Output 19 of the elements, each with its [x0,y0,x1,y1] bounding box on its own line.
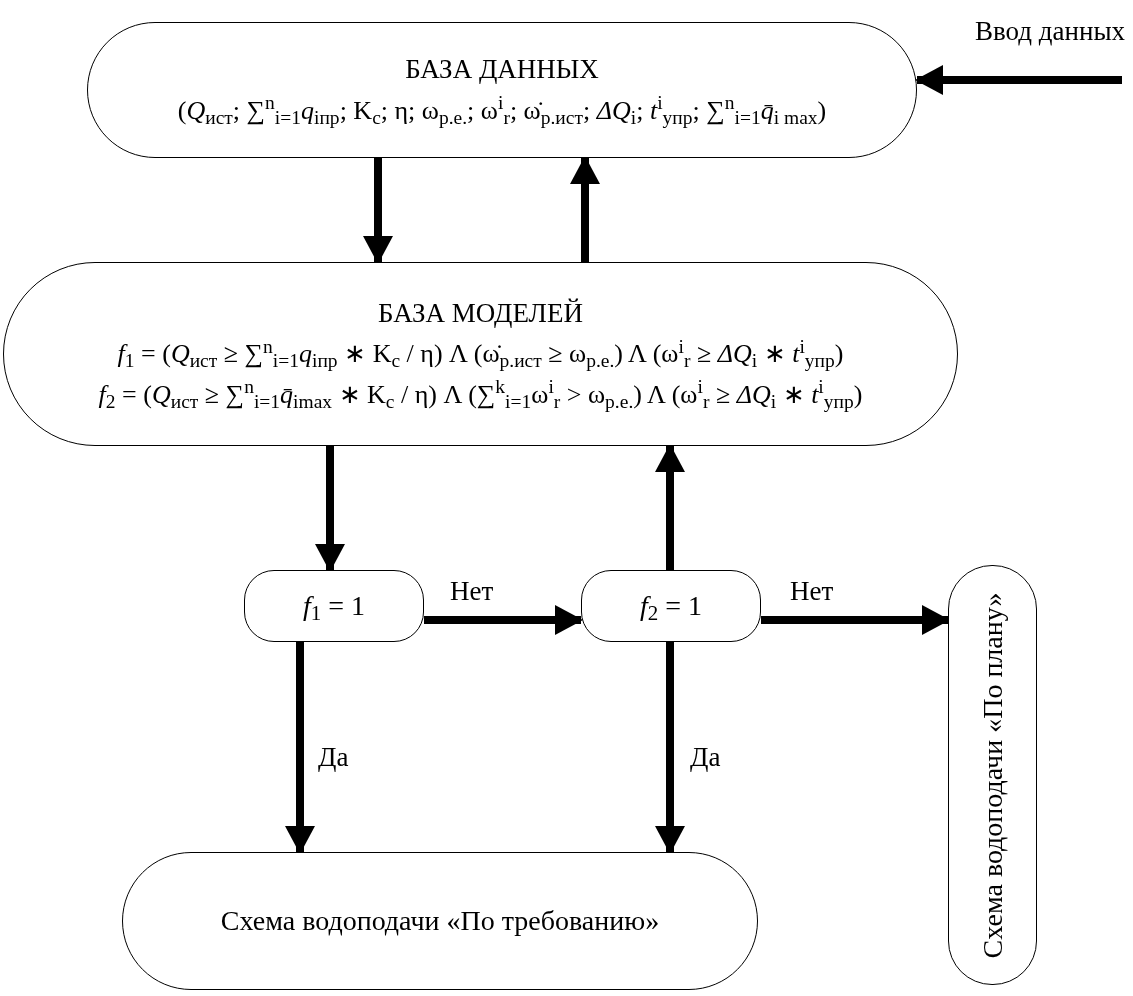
box-title: БАЗА МОДЕЛЕЙ [378,296,583,330]
rounded-process-box [581,570,761,642]
arrow [285,642,315,854]
arrow [424,605,583,635]
arrow [655,642,685,854]
box-title: БАЗА ДАННЫХ [405,52,599,86]
arrow [655,444,685,570]
node-label: f$_{2}$ = 1 [639,589,703,627]
node-label: f$_{1}$ = 1 [302,589,366,627]
node-label: Схема водоподачи «По плану» [975,592,1009,958]
arrow [761,605,950,635]
rounded-process-box [244,570,424,642]
formula: (Q$_{ист}$; ∑$^{n}$$_{i=1}$q$_{iпр}$; K$_{с}$; η; ω$_{р.е.}$; ω$^{i}$$_{r}$; ω̇$_{р.ист}$; ΔQ$_{i}$; t$^{i}$$_{упр}$; ∑$^{n}$$_{i=1}$q̄$_{i max}$) [177,94,827,128]
arrow [315,446,345,572]
arrow [363,158,393,264]
arrow [570,156,600,262]
formula: f$_{1}$ = (Q$_{ист}$ ≥ ∑$^{n}$$_{i=1}$q$_{iпр}$ ∗ K$_{с}$ / η) Λ (ω̇$_{р.ист}$ ≥ ω$_{р.е.}$) Λ (ω$^{i}$$_{r}$ ≥ ΔQ$_{i}$ ∗ t$^{i}$$_{упр}$) [117,338,844,371]
node-label: Схема водоподачи «По требованию» [220,903,660,938]
formula: f$_{2}$ = (Q$_{ист}$ ≥ ∑$^{n}$$_{i=1}$q̄$_{imax}$ ∗ K$_{с}$ / η) Λ (∑$^{k}$$_{i=1}$ω$^{i}$$_{r}$ > ω$_{р.е.}$) Λ (ω$^{i}$$_{r}$ ≥ ΔQ$_{i}$ ∗ t$^{i}$$_{упр}$) [98,378,863,412]
